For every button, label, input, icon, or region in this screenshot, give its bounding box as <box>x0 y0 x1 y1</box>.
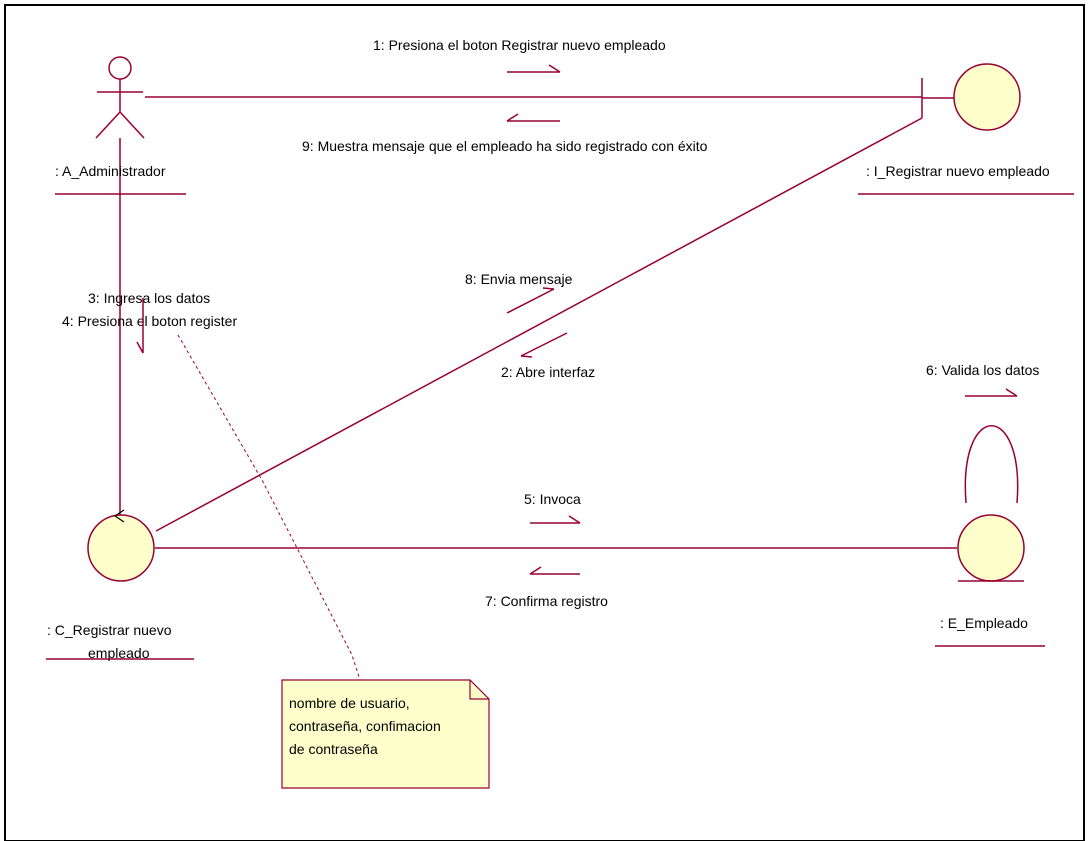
control-label-line2: empleado <box>88 645 150 661</box>
message-9-label: 9: Muestra mensaje que el empleado ha si… <box>302 138 708 154</box>
note-line-1: nombre de usuario, <box>289 695 410 711</box>
note-anchor-line <box>177 334 361 681</box>
actor-administrator[interactable]: : A_Administrador <box>55 56 186 195</box>
message-2-arrow-icon <box>520 332 568 358</box>
actor-left-leg <box>95 111 121 139</box>
message-5-label: 5: Invoca <box>524 491 581 507</box>
actor-right-leg <box>119 111 145 139</box>
message-5-arrow-icon <box>530 515 581 524</box>
message-8-arrow-icon <box>506 287 555 314</box>
note-fold-icon <box>469 680 489 700</box>
message-2-label: 2: Abre interfaz <box>501 364 595 380</box>
message-9-arrow-icon <box>506 113 560 122</box>
link-entity-self[interactable] <box>964 425 1019 504</box>
message-4-label: 4: Presiona el boton register <box>62 313 237 329</box>
control-circle-icon <box>87 514 155 582</box>
note-body <box>281 679 490 789</box>
entity-employee[interactable]: : E_Empleado <box>935 514 1045 647</box>
message-7-label: 7: Confirma registro <box>485 593 608 609</box>
message-1-label: 1: Presiona el boton Registrar nuevo emp… <box>373 37 666 53</box>
link-interface-control[interactable] <box>155 117 923 532</box>
entity-circle-icon <box>957 514 1025 582</box>
message-6-arrow-icon <box>965 388 1018 397</box>
boundary-interface[interactable]: : I_Registrar nuevo empleado <box>858 63 1074 195</box>
note-line-3: de contraseña <box>289 741 378 757</box>
message-7-arrow-icon <box>529 566 580 575</box>
diagram-frame <box>4 4 1085 841</box>
boundary-interface-label: : I_Registrar nuevo empleado <box>866 163 1050 179</box>
control-register[interactable]: : C_Registrar nuevo empleado <box>46 509 194 661</box>
message-6-label: 6: Valida los datos <box>926 362 1039 378</box>
entity-employee-label: : E_Empleado <box>940 615 1028 631</box>
boundary-circle-icon <box>953 63 1021 131</box>
message-3-label: 3: Ingresa los datos <box>88 290 210 306</box>
message-1-arrow-icon <box>507 64 561 73</box>
actor-head-icon <box>108 56 132 80</box>
control-label-line1: : C_Registrar nuevo <box>47 622 172 638</box>
control-arrowhead-icon <box>113 509 125 523</box>
actor-administrator-label: : A_Administrador <box>55 163 166 179</box>
note[interactable]: nombre de usuario, contraseña, confimaci… <box>281 679 490 789</box>
message-3-4-arrow-icon <box>136 298 144 354</box>
message-8-label: 8: Envia mensaje <box>465 271 573 287</box>
note-line-2: contraseña, confimacion <box>289 718 441 734</box>
